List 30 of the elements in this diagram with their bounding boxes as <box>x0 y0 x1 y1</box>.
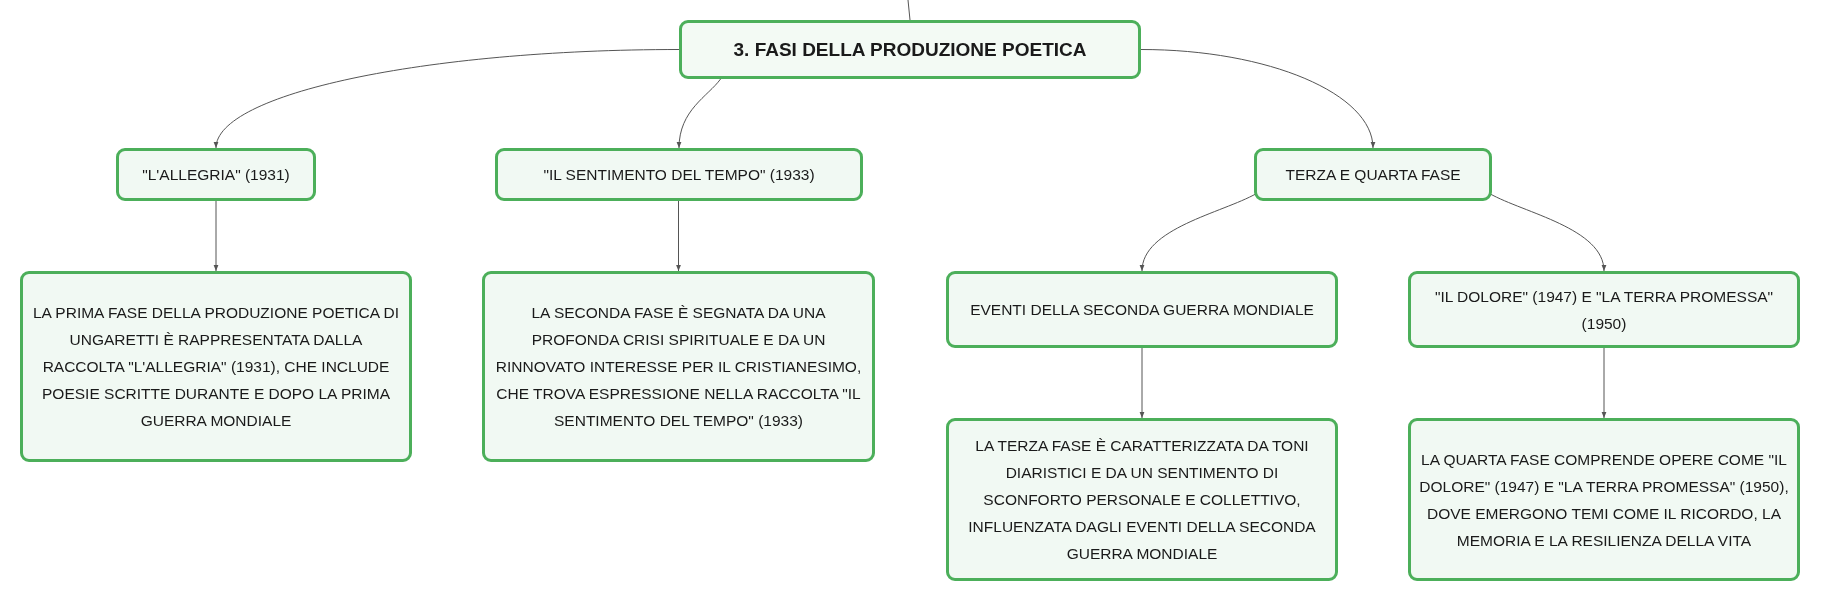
arrow <box>1140 193 1257 272</box>
arrow <box>1489 193 1606 272</box>
node-text: 3. FASI DELLA PRODUZIONE POETICA <box>733 38 1087 62</box>
topic-box <box>679 20 1141 79</box>
concept-box <box>1254 148 1492 201</box>
arrow <box>1139 347 1145 419</box>
node-text: EVENTI DELLA SECONDA GUERRA MONDIALE <box>970 300 1314 320</box>
concept-box <box>116 148 316 201</box>
node-text: LA TERZA FASE È CARATTERIZZATA DA TONI DIARISTICI E DA UN SENTIMENTO DI SCONFORTO PERSONALE E COLLETTIVO, INFLUENZATA DAGLI EVENTI DELLA SECONDA GUERRA MONDIALE <box>967 436 1317 564</box>
concept-box <box>946 418 1338 581</box>
arrow <box>1140 49 1375 149</box>
arrow <box>213 200 219 272</box>
node-text: "IL SENTIMENTO DEL TEMPO" (1933) <box>543 165 815 185</box>
node-text: "IL DOLORE" (1947) E "LA TERRA PROMESSA" (1950) <box>1433 286 1775 334</box>
node-text: LA SECONDA FASE È SEGNATA DA UNA PROFONDA CRISI SPIRITUALE E DA UN RINNOVATO INTERESSE PER IL CRISTIANESIMO, CHE TROVA ESPRESSIONE NELLA RACCOLTA "IL SENTIMENTO DEL TEMPO" (1933) <box>494 303 863 431</box>
concept-box <box>1408 271 1800 348</box>
node-text: TERZA E QUARTA FASE <box>1285 165 1461 185</box>
node-text: "L'ALLEGRIA" (1931) <box>142 165 290 185</box>
arrow <box>1601 347 1607 419</box>
concept-box <box>946 271 1338 348</box>
arrow <box>215 49 680 149</box>
concept-box <box>495 148 863 201</box>
node-text: LA QUARTA FASE COMPRENDE OPERE COME "IL DOLORE" (1947) E "LA TERRA PROMESSA" (1950), DOVE EMERGONO TEMI COME IL RICORDO, LA MEMORIA E LA RESILIENZA DELLA VITA <box>1418 449 1790 551</box>
concept-box <box>1408 418 1800 581</box>
concept-box <box>20 271 412 462</box>
node-text: LA PRIMA FASE DELLA PRODUZIONE POETICA DI UNGARETTI È RAPPRESENTATA DALLA RACCOLTA "L'ALLEGRIA" (1931), CHE INCLUDE POESIE SCRITTE DURANTE E DOPO LA PRIMA GUERRA MONDIALE <box>31 303 401 431</box>
connector-line <box>907 0 911 21</box>
arrow <box>677 78 722 149</box>
arrow <box>676 200 681 272</box>
concept-box <box>482 271 875 462</box>
